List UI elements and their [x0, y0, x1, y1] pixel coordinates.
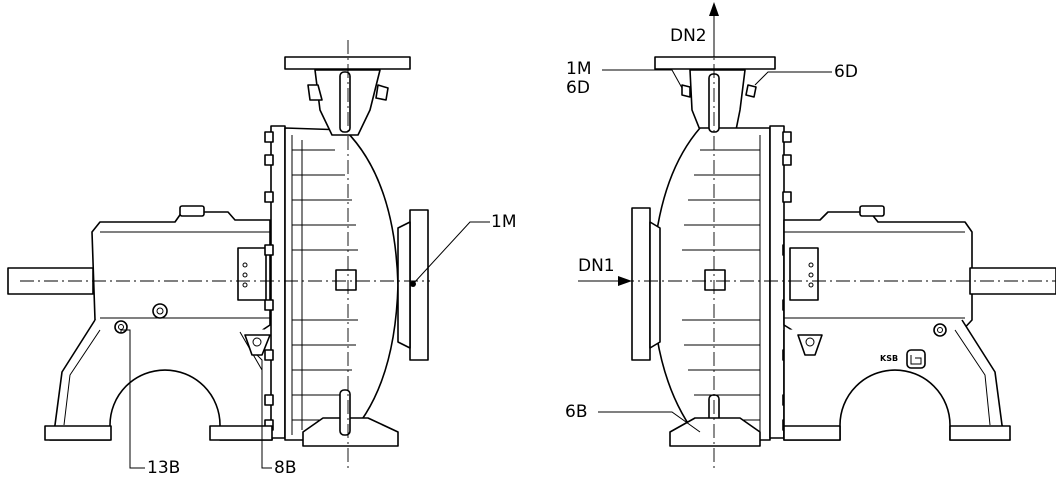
right-drain-plug [797, 334, 823, 356]
right-discharge-flange [654, 56, 776, 70]
label-8b: 8B [274, 458, 297, 478]
right-dn1-arrow [618, 276, 632, 286]
label-6d-right: 6D [834, 62, 858, 82]
left-inspection-window [237, 247, 267, 301]
left-oil-fill-icon [152, 303, 168, 319]
left-top-plug [179, 205, 205, 217]
label-6d-left: 6D [566, 78, 590, 98]
label-6b: 6B [565, 402, 588, 422]
right-dn2-arrow [709, 2, 719, 16]
right-suction-flange [631, 207, 651, 361]
left-casing-cover-flange [270, 125, 286, 439]
left-drain-8b [244, 334, 271, 356]
ksb-logo-box-icon [906, 349, 926, 369]
label-dn2: DN2 [670, 26, 707, 46]
right-inspection-window [789, 247, 819, 301]
label-1m-left: 1M [491, 212, 517, 232]
left-support-foot [49, 319, 273, 441]
right-center-mark [704, 269, 726, 291]
right-support-foot [783, 319, 1011, 441]
left-discharge-flange [284, 56, 411, 70]
right-top-plug [859, 205, 885, 217]
right-casing-cover-flange [769, 125, 785, 439]
right-casing-foot [669, 417, 761, 447]
label-dn1: DN1 [578, 256, 615, 276]
left-pump-view [7, 40, 490, 470]
left-center-mark [335, 269, 357, 291]
label-1m-right: 1M [566, 59, 592, 79]
label-13b: 13B [147, 458, 181, 478]
right-pump-view [578, 2, 1056, 470]
ksb-logo-text: KSB [880, 354, 899, 363]
